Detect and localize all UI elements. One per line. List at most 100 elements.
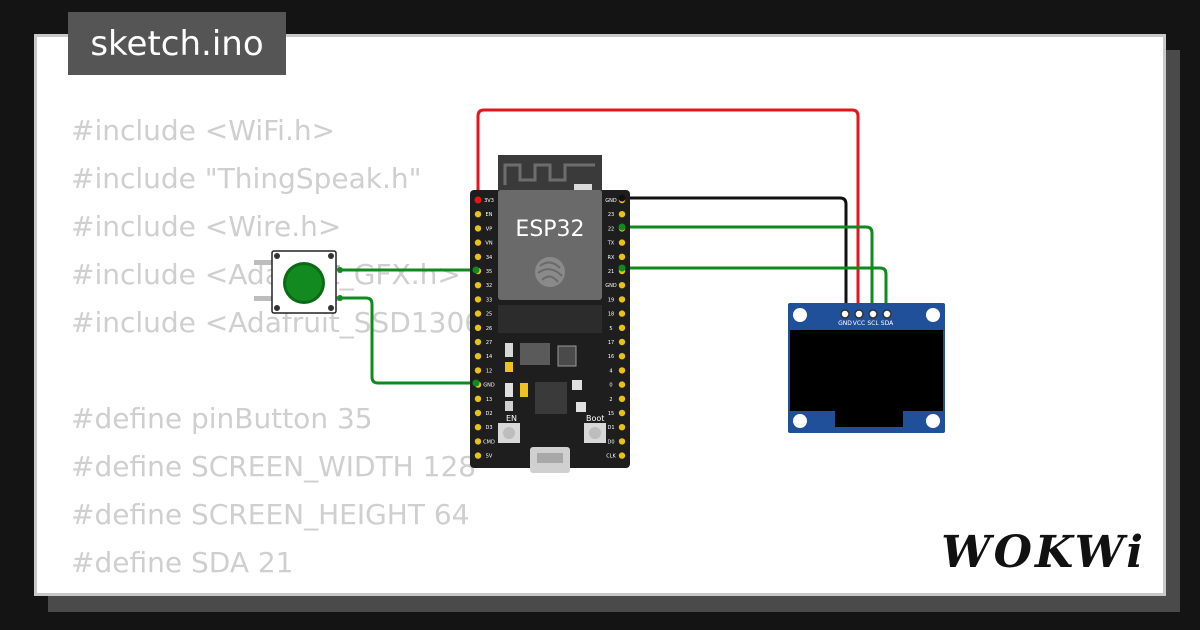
esp32-pin-label: 5V <box>486 454 493 460</box>
esp32-pin[interactable] <box>618 381 626 388</box>
oled-pin-label: SDA <box>881 320 894 327</box>
code-line: #include "ThingSpeak.h" <box>71 162 422 195</box>
esp32-pin[interactable] <box>618 239 626 246</box>
esp32-pin[interactable] <box>474 253 482 260</box>
esp32-pin[interactable] <box>618 310 626 317</box>
esp32-pin[interactable] <box>618 211 626 218</box>
file-tab[interactable]: sketch.ino <box>68 12 286 75</box>
esp32-pin[interactable] <box>474 310 482 317</box>
esp32-pin[interactable] <box>618 409 626 417</box>
esp32-pin[interactable] <box>474 225 482 232</box>
wire-scl <box>622 225 874 315</box>
esp32-pin[interactable] <box>474 452 482 459</box>
esp32-pin[interactable] <box>474 338 482 346</box>
wire-vcc <box>476 108 860 315</box>
esp32-pin-label: 16 <box>608 354 614 360</box>
esp32-pin[interactable] <box>618 395 626 402</box>
esp32-pin[interactable] <box>618 338 626 346</box>
esp32-pin-label: GND <box>483 383 495 389</box>
wire-gnd <box>622 196 848 315</box>
esp32-pin[interactable] <box>474 324 482 331</box>
oled-pin-label: GND <box>838 320 852 327</box>
esp32-pin-label: 32 <box>486 283 492 289</box>
code-line: #define SCREEN_WIDTH 128 <box>71 450 477 483</box>
esp32-pin-label: D0 <box>607 439 614 445</box>
esp32-pin-label: CLK <box>606 454 616 460</box>
esp32-pin[interactable] <box>474 353 482 360</box>
esp32-pin-label: VN <box>485 241 492 247</box>
esp32-pin-label: 4 <box>609 368 612 374</box>
esp32-board: ESP32 EN Boot 3V3ENVPVN34353233252627141… <box>470 155 630 473</box>
en-label: EN <box>506 414 517 423</box>
esp32-pin[interactable] <box>618 353 626 360</box>
esp32-pin[interactable] <box>474 296 482 303</box>
esp32-pin-label: 5 <box>609 326 612 332</box>
esp32-pin-label: GND <box>605 283 617 289</box>
esp32-pin[interactable] <box>474 438 482 445</box>
code-line: #define SDA 21 <box>71 546 294 579</box>
esp32-pin-label: VP <box>486 226 492 232</box>
esp32-pin-label: 0 <box>609 383 612 389</box>
esp32-pin-label: 25 <box>486 312 492 318</box>
esp32-pin-label: D3 <box>485 425 492 431</box>
esp32-pin-label: 34 <box>486 255 492 261</box>
esp32-pin-label: 3V3 <box>484 198 494 204</box>
oled-screen <box>790 330 943 411</box>
oled-pin[interactable] <box>882 309 892 319</box>
oled-pin[interactable] <box>840 309 850 319</box>
esp32-pin-label: EN <box>486 212 493 218</box>
esp32-pin[interactable] <box>618 296 626 303</box>
esp32-pin[interactable] <box>618 452 626 459</box>
oled-pin[interactable] <box>868 309 878 319</box>
esp32-pin-label: 23 <box>608 212 614 218</box>
code-line: #include <WiFi.h> <box>71 114 336 147</box>
oled-pin[interactable] <box>854 309 864 319</box>
esp32-pin[interactable] <box>474 239 482 246</box>
antenna-trace <box>503 163 595 185</box>
esp32-pin-label: D2 <box>485 411 492 417</box>
oled-pin-label: VCC <box>853 320 865 327</box>
esp32-pin-label: 13 <box>486 397 492 403</box>
esp32-pin-label: GND <box>605 198 617 204</box>
esp32-pin[interactable] <box>474 409 482 417</box>
esp32-pin-label: 15 <box>608 411 614 417</box>
esp32-pin-label: RX <box>608 255 615 261</box>
esp32-pin[interactable] <box>474 424 482 431</box>
esp32-pin-label: 18 <box>608 312 614 318</box>
esp32-pin-label: 21 <box>608 269 614 275</box>
esp32-pin[interactable] <box>474 367 482 374</box>
esp32-pin-label: 12 <box>486 368 492 374</box>
esp32-pin[interactable] <box>474 211 482 218</box>
esp32-pin[interactable] <box>474 282 482 289</box>
esp32-pin-label: 27 <box>486 340 492 346</box>
oled-pin-label: SCL <box>867 320 879 327</box>
esp32-pin[interactable] <box>618 438 626 445</box>
wire-button-gnd <box>340 296 476 385</box>
esp32-pin-label: 33 <box>486 297 492 303</box>
esp32-label: ESP32 <box>515 217 584 242</box>
code-preview: #include <WiFi.h> #include "ThingSpeak.h"… <box>71 107 532 593</box>
esp32-pin-label: 17 <box>608 340 614 346</box>
esp32-pin-label: 2 <box>609 397 612 403</box>
esp32-pin-label: 22 <box>608 226 614 232</box>
code-line: #include <Wire.h> <box>71 210 342 243</box>
esp32-pin[interactable] <box>618 324 626 331</box>
esp32-pin-label: 14 <box>486 354 492 360</box>
esp32-pin[interactable] <box>618 367 626 374</box>
esp32-pin[interactable] <box>618 253 626 260</box>
code-line: #define pinButton 35 <box>71 402 373 435</box>
esp32-pin[interactable] <box>618 424 626 431</box>
wire-sda <box>622 266 888 315</box>
esp32-pin[interactable] <box>618 282 626 289</box>
code-line: #define SCREEN_HEIGHT 64 <box>71 498 470 531</box>
esp32-pin[interactable] <box>474 395 482 402</box>
esp32-pin-label: D1 <box>607 425 614 431</box>
esp32-pin-label: CMD <box>483 439 495 445</box>
push-button[interactable] <box>254 250 340 314</box>
esp32-pin-label: 26 <box>486 326 492 332</box>
wokwi-logo: WOKWi <box>941 527 1146 578</box>
esp32-pin-label: TX <box>607 241 615 247</box>
